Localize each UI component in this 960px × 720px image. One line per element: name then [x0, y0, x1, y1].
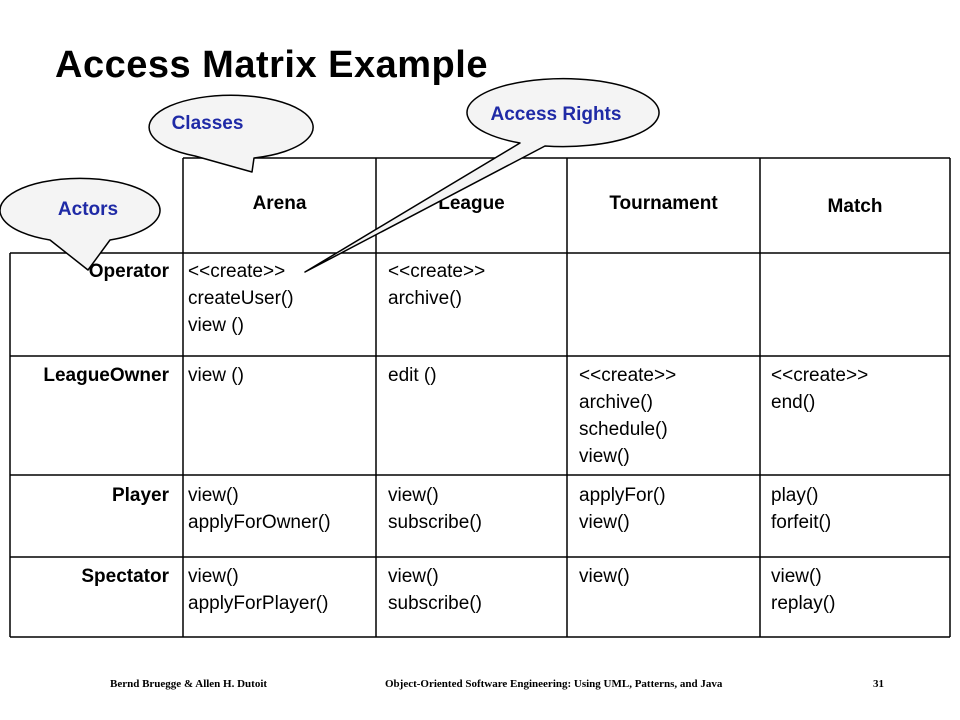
actors-callout-label: Actors: [57, 199, 119, 220]
cell-line: <<create>>: [579, 365, 677, 386]
footer-page-number: 31: [873, 678, 884, 690]
cell-line: forfeit(): [771, 512, 832, 533]
cell-line: end(): [771, 392, 816, 413]
cell-leagueowner-league: edit (): [388, 362, 437, 389]
page-title: Access Matrix Example: [55, 44, 488, 86]
cell-line: subscribe(): [388, 512, 482, 533]
cell-line: view (): [188, 315, 244, 336]
cell-line: applyForPlayer(): [188, 593, 329, 614]
cell-player-league: view() subscribe(): [388, 482, 482, 536]
cell-leagueowner-tournament: <<create>> archive() schedule() view(): [579, 362, 676, 470]
cell-line: view(): [771, 566, 822, 587]
cell-line: view(): [388, 485, 439, 506]
actors-callout-bubble: [0, 177, 161, 271]
cell-line: applyForOwner(): [188, 512, 331, 533]
cell-leagueowner-arena: view (): [188, 362, 244, 389]
cell-line: archive(): [388, 288, 462, 309]
cell-line: edit (): [388, 365, 437, 386]
footer-book-title: Object-Oriented Software Engineering: Us…: [385, 678, 723, 690]
cell-line: view(): [579, 512, 630, 533]
cell-operator-league: <<create>> archive(): [388, 258, 485, 312]
cell-spectator-arena: view() applyForPlayer(): [188, 563, 328, 617]
cell-line: view(): [188, 566, 239, 587]
cell-line: <<create>>: [388, 261, 486, 282]
cell-line: createUser(): [188, 288, 294, 309]
row-header-leagueowner: LeagueOwner: [43, 365, 169, 386]
column-header-arena: Arena: [252, 193, 307, 214]
cell-line: subscribe(): [388, 593, 482, 614]
cell-line: applyFor(): [579, 485, 666, 506]
access-rights-callout-label: Access Rights: [490, 104, 622, 125]
cell-leagueowner-match: <<create>> end(): [771, 362, 868, 416]
cell-line: archive(): [579, 392, 653, 413]
row-header-player: Player: [111, 485, 169, 506]
cell-operator-arena: <<create>> createUser() view (): [188, 258, 294, 339]
cell-spectator-tournament: view(): [579, 563, 630, 590]
column-header-tournament: Tournament: [609, 193, 718, 214]
cell-line: replay(): [771, 593, 836, 614]
cell-line: view (): [188, 365, 244, 386]
cell-line: view(): [188, 485, 239, 506]
row-header-spectator: Spectator: [81, 566, 169, 587]
cell-line: schedule(): [579, 419, 668, 440]
cell-player-arena: view() applyForOwner(): [188, 482, 331, 536]
cell-line: view(): [388, 566, 439, 587]
cell-line: play(): [771, 485, 819, 506]
cell-line: view(): [579, 566, 630, 587]
cell-line: view(): [579, 446, 630, 467]
cell-player-tournament: applyFor() view(): [579, 482, 666, 536]
cell-player-match: play() forfeit(): [771, 482, 831, 536]
cell-spectator-league: view() subscribe(): [388, 563, 482, 617]
row-header-operator: Operator: [88, 261, 169, 282]
footer-authors: Bernd Bruegge & Allen H. Dutoit: [110, 678, 268, 690]
column-header-league: League: [438, 193, 505, 214]
cell-line: <<create>>: [771, 365, 869, 386]
classes-callout-label: Classes: [171, 113, 244, 134]
column-header-match: Match: [827, 196, 883, 217]
cell-line: <<create>>: [188, 261, 286, 282]
cell-spectator-match: view() replay(): [771, 563, 835, 617]
